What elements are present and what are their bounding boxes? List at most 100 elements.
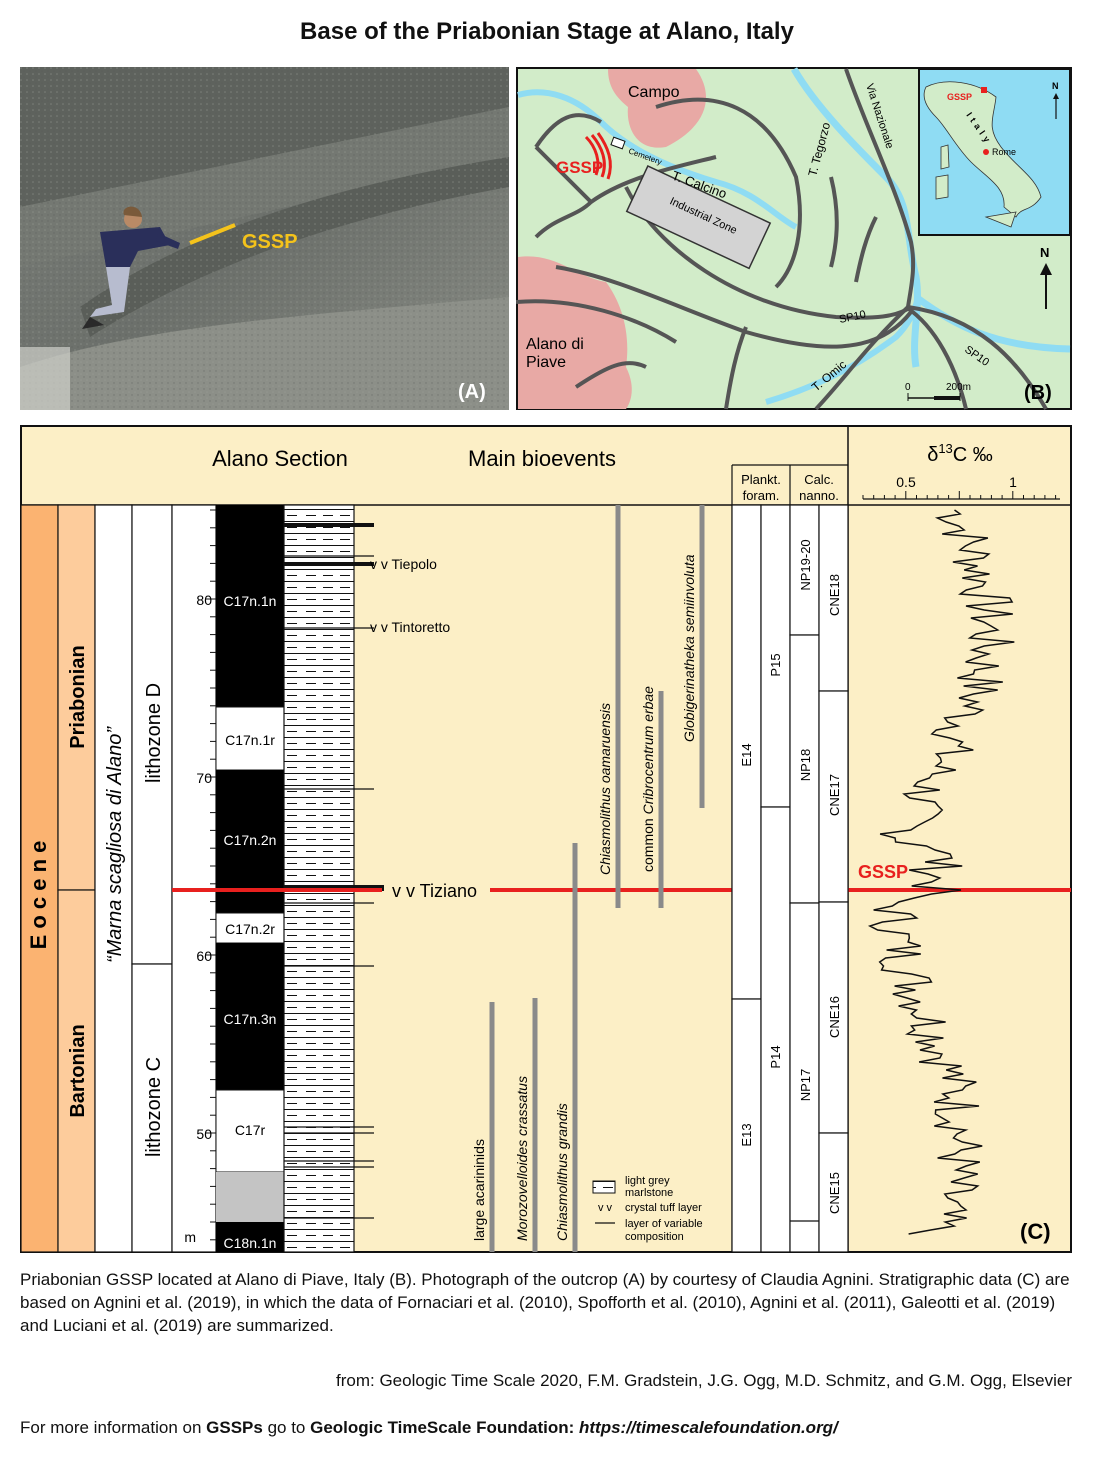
zone-np17: NP17 — [798, 1069, 813, 1102]
depth-unit: m — [184, 1229, 196, 1245]
zone-cne17: CNE17 — [827, 774, 842, 816]
zone-e14: E14 — [739, 743, 754, 766]
source-credit: from: Geologic Time Scale 2020, F.M. Gra… — [336, 1371, 1072, 1390]
depth-label-80: 80 — [196, 592, 212, 608]
inset-north-label: N — [1052, 81, 1059, 91]
inset-rome-label: Rome — [992, 147, 1016, 157]
d13c-axis — [862, 491, 1060, 500]
lithozone-d-column — [131, 504, 173, 965]
chron-c17n1r: C17n.1r — [225, 732, 275, 748]
chron-c18n1n: C18n.1n — [224, 1235, 277, 1251]
magnetochron-column — [215, 505, 285, 1252]
zone-p15: P15 — [768, 653, 783, 676]
stratigraphy-panel: Alano Section Main bioevents Plankt. for… — [20, 425, 1072, 1253]
era-label: E o c e n e — [26, 841, 51, 950]
d13c-tick-1: 1 — [1009, 474, 1017, 490]
calcino-river — [517, 89, 798, 230]
d13c-header: δ13C ‰ — [927, 441, 993, 466]
bioevent-ranges — [489, 505, 705, 1252]
chron-c17r: C17r — [235, 1122, 266, 1138]
location-map-panel: Industrial Zone Cemetery GSSP Campo Alan… — [515, 67, 1072, 411]
italy-inset-map: GSSP Italy Rome N — [918, 68, 1071, 236]
calc-header-1: Calc. — [804, 472, 834, 487]
geologist-figure — [82, 206, 180, 329]
alano-label-2: Piave — [526, 354, 566, 371]
zone-cne15: CNE15 — [827, 1172, 842, 1214]
zone-e13: E13 — [739, 1123, 754, 1146]
sp10-label-a: SP10 — [838, 309, 867, 326]
industrial-zone — [625, 165, 772, 270]
foundation-link[interactable]: https://timescalefoundation.org/ — [574, 1418, 838, 1437]
depth-ticks — [206, 509, 216, 1241]
panel-c-label: (C) — [1020, 1219, 1051, 1244]
bio-morozovelloides: Morozovelloides crassatus — [514, 1076, 530, 1241]
tuff-tiziano: v v Tiziano — [392, 881, 477, 901]
zone-cne16: CNE16 — [827, 996, 842, 1038]
priabonian-label: Priabonian — [67, 645, 89, 748]
depth-label-70: 70 — [196, 770, 212, 786]
calc-header-2: nanno. — [799, 488, 839, 503]
zone-p14: P14 — [768, 1045, 783, 1068]
svg-text:200m: 200m — [946, 382, 971, 393]
lithozone-c-label: lithozone C — [143, 1057, 165, 1157]
zone-np18: NP18 — [798, 749, 813, 782]
depth-axis-column — [171, 504, 217, 1253]
gssp-c-label: GSSP — [858, 862, 908, 882]
main-bioevents-header: Main bioevents — [468, 446, 616, 471]
depth-label-60: 60 — [196, 948, 212, 964]
svg-text:0: 0 — [905, 382, 911, 393]
bartonian-column — [57, 889, 96, 1253]
bio-acarininids: large acarininids — [471, 1139, 487, 1241]
zone-np19-20: NP19-20 — [798, 539, 813, 590]
svg-text:marlstone: marlstone — [625, 1187, 673, 1199]
page-title: Base of the Priabonian Stage at Alano, I… — [300, 18, 794, 45]
chron-c17n2n: C17n.2n — [224, 832, 277, 848]
inset-north-arrow-icon — [1053, 93, 1059, 99]
depth-label-50: 50 — [196, 1126, 212, 1142]
svg-text:layer of variable: layer of variable — [625, 1218, 703, 1230]
figure-caption: Priabonian GSSP located at Alano di Piav… — [20, 1270, 1070, 1335]
gssp-photo-label: GSSP — [242, 231, 298, 253]
more-info: For more information on GSSPs go to Geol… — [20, 1418, 838, 1437]
tuff-tintoretto: v v Tintoretto — [370, 619, 450, 635]
north-arrow-icon — [1040, 263, 1052, 275]
panel-b-label: (B) — [1024, 382, 1052, 404]
chron-c17n2r: C17n.2r — [225, 921, 275, 937]
chron-c17n3n: C17n.3n — [224, 1011, 277, 1027]
svg-text:composition: composition — [625, 1231, 684, 1243]
svg-text:crystal tuff layer: crystal tuff layer — [625, 1202, 702, 1214]
tuff-tiepolo: v v Tiepolo — [370, 556, 437, 572]
formation-label: “Marna scagliosa di Alano” — [104, 726, 126, 963]
d13c-curve — [867, 509, 1015, 1235]
plankt-header-1: Plankt. — [741, 472, 781, 487]
campo-label: Campo — [628, 84, 680, 101]
bio-cribrocentrum: common Cribrocentrum erbae — [640, 686, 656, 872]
bartonian-label: Bartonian — [67, 1024, 89, 1117]
legend: light grey marlstone v v crystal tuff la… — [592, 1175, 703, 1243]
era-column — [20, 504, 59, 1253]
outcrop-photo-panel: GSSP (A) — [20, 67, 509, 410]
panel-a-label: (A) — [458, 381, 486, 403]
scale-bar: 0 200m — [905, 382, 971, 401]
lithozone-d-label: lithozone D — [143, 683, 165, 783]
alano-label-1: Alano di — [526, 336, 584, 353]
d13c-tick-05: 0.5 — [896, 474, 916, 490]
zone-cne18: CNE18 — [827, 574, 842, 616]
outcrop-photo: GSSP (A) — [20, 67, 509, 410]
inset-gssp-label: GSSP — [947, 92, 972, 102]
stratigraphy-diagram: Alano Section Main bioevents Plankt. for… — [20, 425, 1072, 1253]
chron-c17n1n: C17n.1n — [224, 593, 277, 609]
gssp-map-label: GSSP — [556, 158, 603, 177]
lithology-column — [283, 504, 355, 1253]
svg-text:v v: v v — [598, 1202, 613, 1214]
lithozone-c-column — [131, 963, 173, 1253]
bio-globigerinatheka: Globigerinatheka semiinvoluta — [681, 554, 697, 742]
location-map: Industrial Zone Cemetery GSSP Campo Alan… — [515, 67, 1072, 411]
road-network — [515, 68, 1048, 411]
bio-grandis: Chiasmolithus grandis — [554, 1103, 570, 1241]
alano-section-header: Alano Section — [212, 446, 348, 471]
svg-text:light grey: light grey — [625, 1175, 670, 1187]
north-label: N — [1040, 245, 1049, 260]
bio-oamaruensis: Chiasmolithus oamaruensis — [597, 703, 613, 875]
gssp-marker-line — [189, 223, 236, 245]
